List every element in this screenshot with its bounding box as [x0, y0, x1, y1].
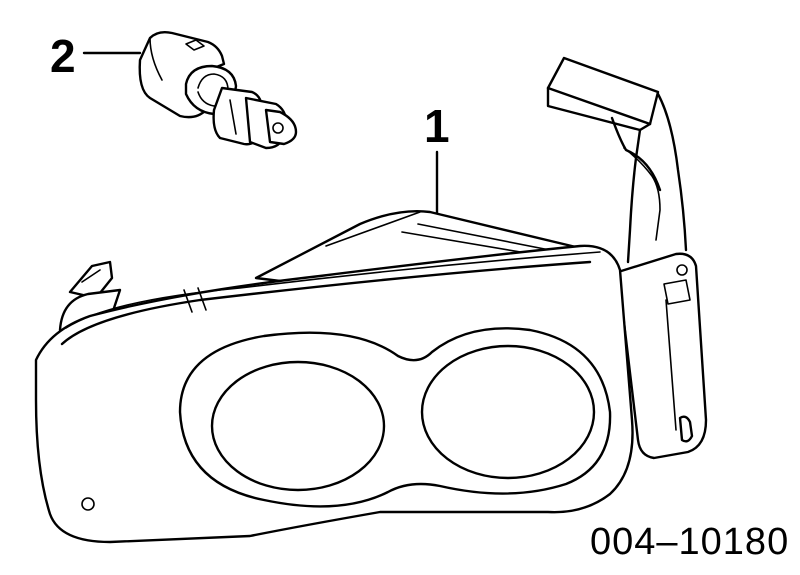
callout-label-1: 1 — [424, 100, 450, 152]
figure-number: 004–10180 — [590, 521, 789, 563]
callout-label-2: 2 — [50, 30, 76, 82]
headlamp-assembly-icon — [34, 56, 708, 544]
bulb-socket-icon — [138, 30, 298, 150]
